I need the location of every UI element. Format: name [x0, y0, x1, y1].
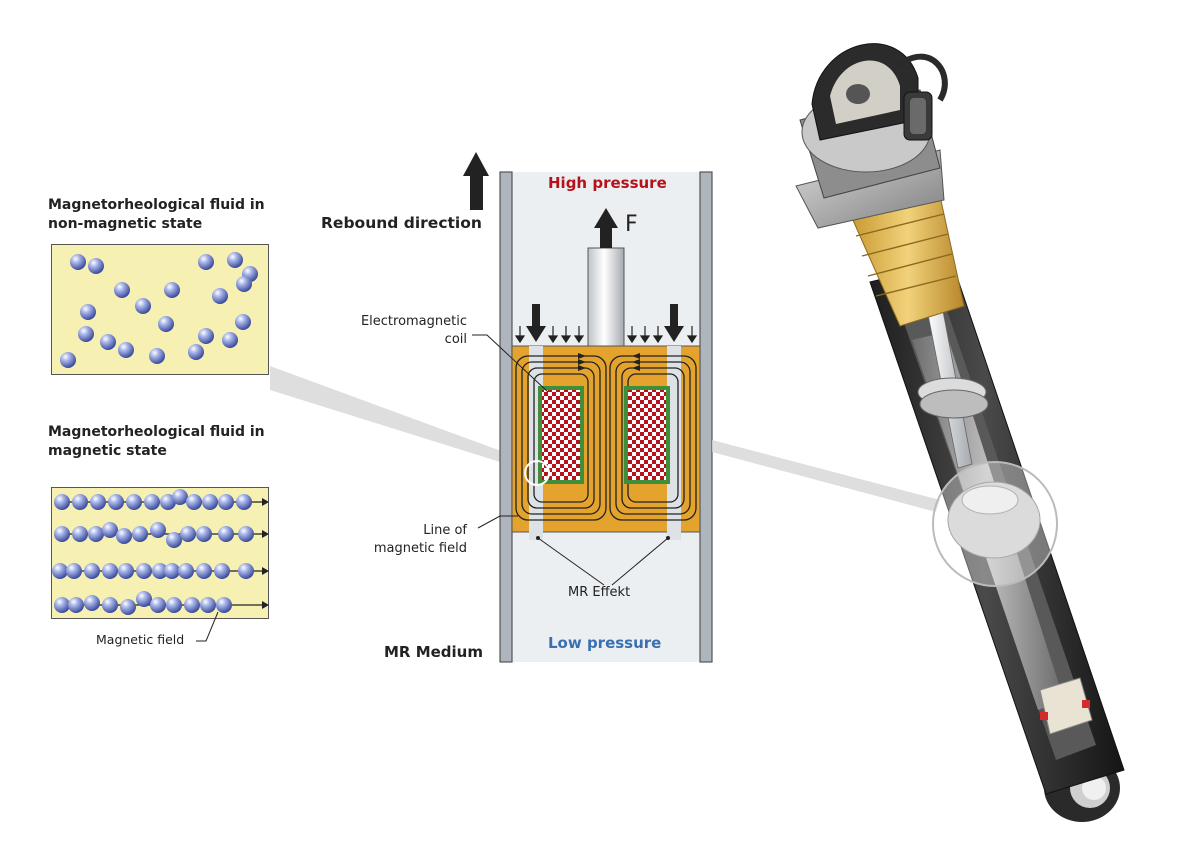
- non-magnetic-particles: [60, 252, 258, 368]
- magnify-cone-left: [270, 366, 512, 465]
- non-magnetic-title-line1: Magnetorheological fluid in: [48, 197, 265, 213]
- low-pressure-label: Low pressure: [548, 634, 662, 652]
- field-line-label-line2: magnetic field: [373, 541, 467, 556]
- magnetic-particle-chains: [52, 489, 269, 642]
- cross-section: [463, 152, 713, 663]
- field-line-label-line1: Line of: [423, 523, 467, 538]
- magnetic-title: Magnetorheological fluid in magnetic sta…: [48, 423, 265, 461]
- electromagnetic-coil-label: Electromagnetic coil: [335, 313, 467, 349]
- magnetic-field-label: Magnetic field: [96, 632, 185, 647]
- line-of-magnetic-field-label: Line of magnetic field: [335, 522, 467, 558]
- non-magnetic-title: Magnetorheological fluid in non-magnetic…: [48, 196, 265, 234]
- magnetic-title-line2: magnetic state: [48, 443, 167, 459]
- shock-absorber: [795, 43, 1125, 822]
- rebound-direction-label: Rebound direction: [321, 214, 482, 232]
- force-label: F: [625, 212, 638, 237]
- coil-label-line1: Electromagnetic: [360, 314, 467, 329]
- mr-effekt-label: MR Effekt: [568, 585, 631, 600]
- magnify-cone-right: [712, 440, 940, 512]
- magnetic-title-line1: Magnetorheological fluid in: [48, 424, 265, 440]
- non-magnetic-title-line2: non-magnetic state: [48, 216, 203, 232]
- coil-label-line2: coil: [444, 332, 467, 347]
- mr-medium-label: MR Medium: [384, 643, 483, 661]
- high-pressure-label: High pressure: [548, 174, 667, 192]
